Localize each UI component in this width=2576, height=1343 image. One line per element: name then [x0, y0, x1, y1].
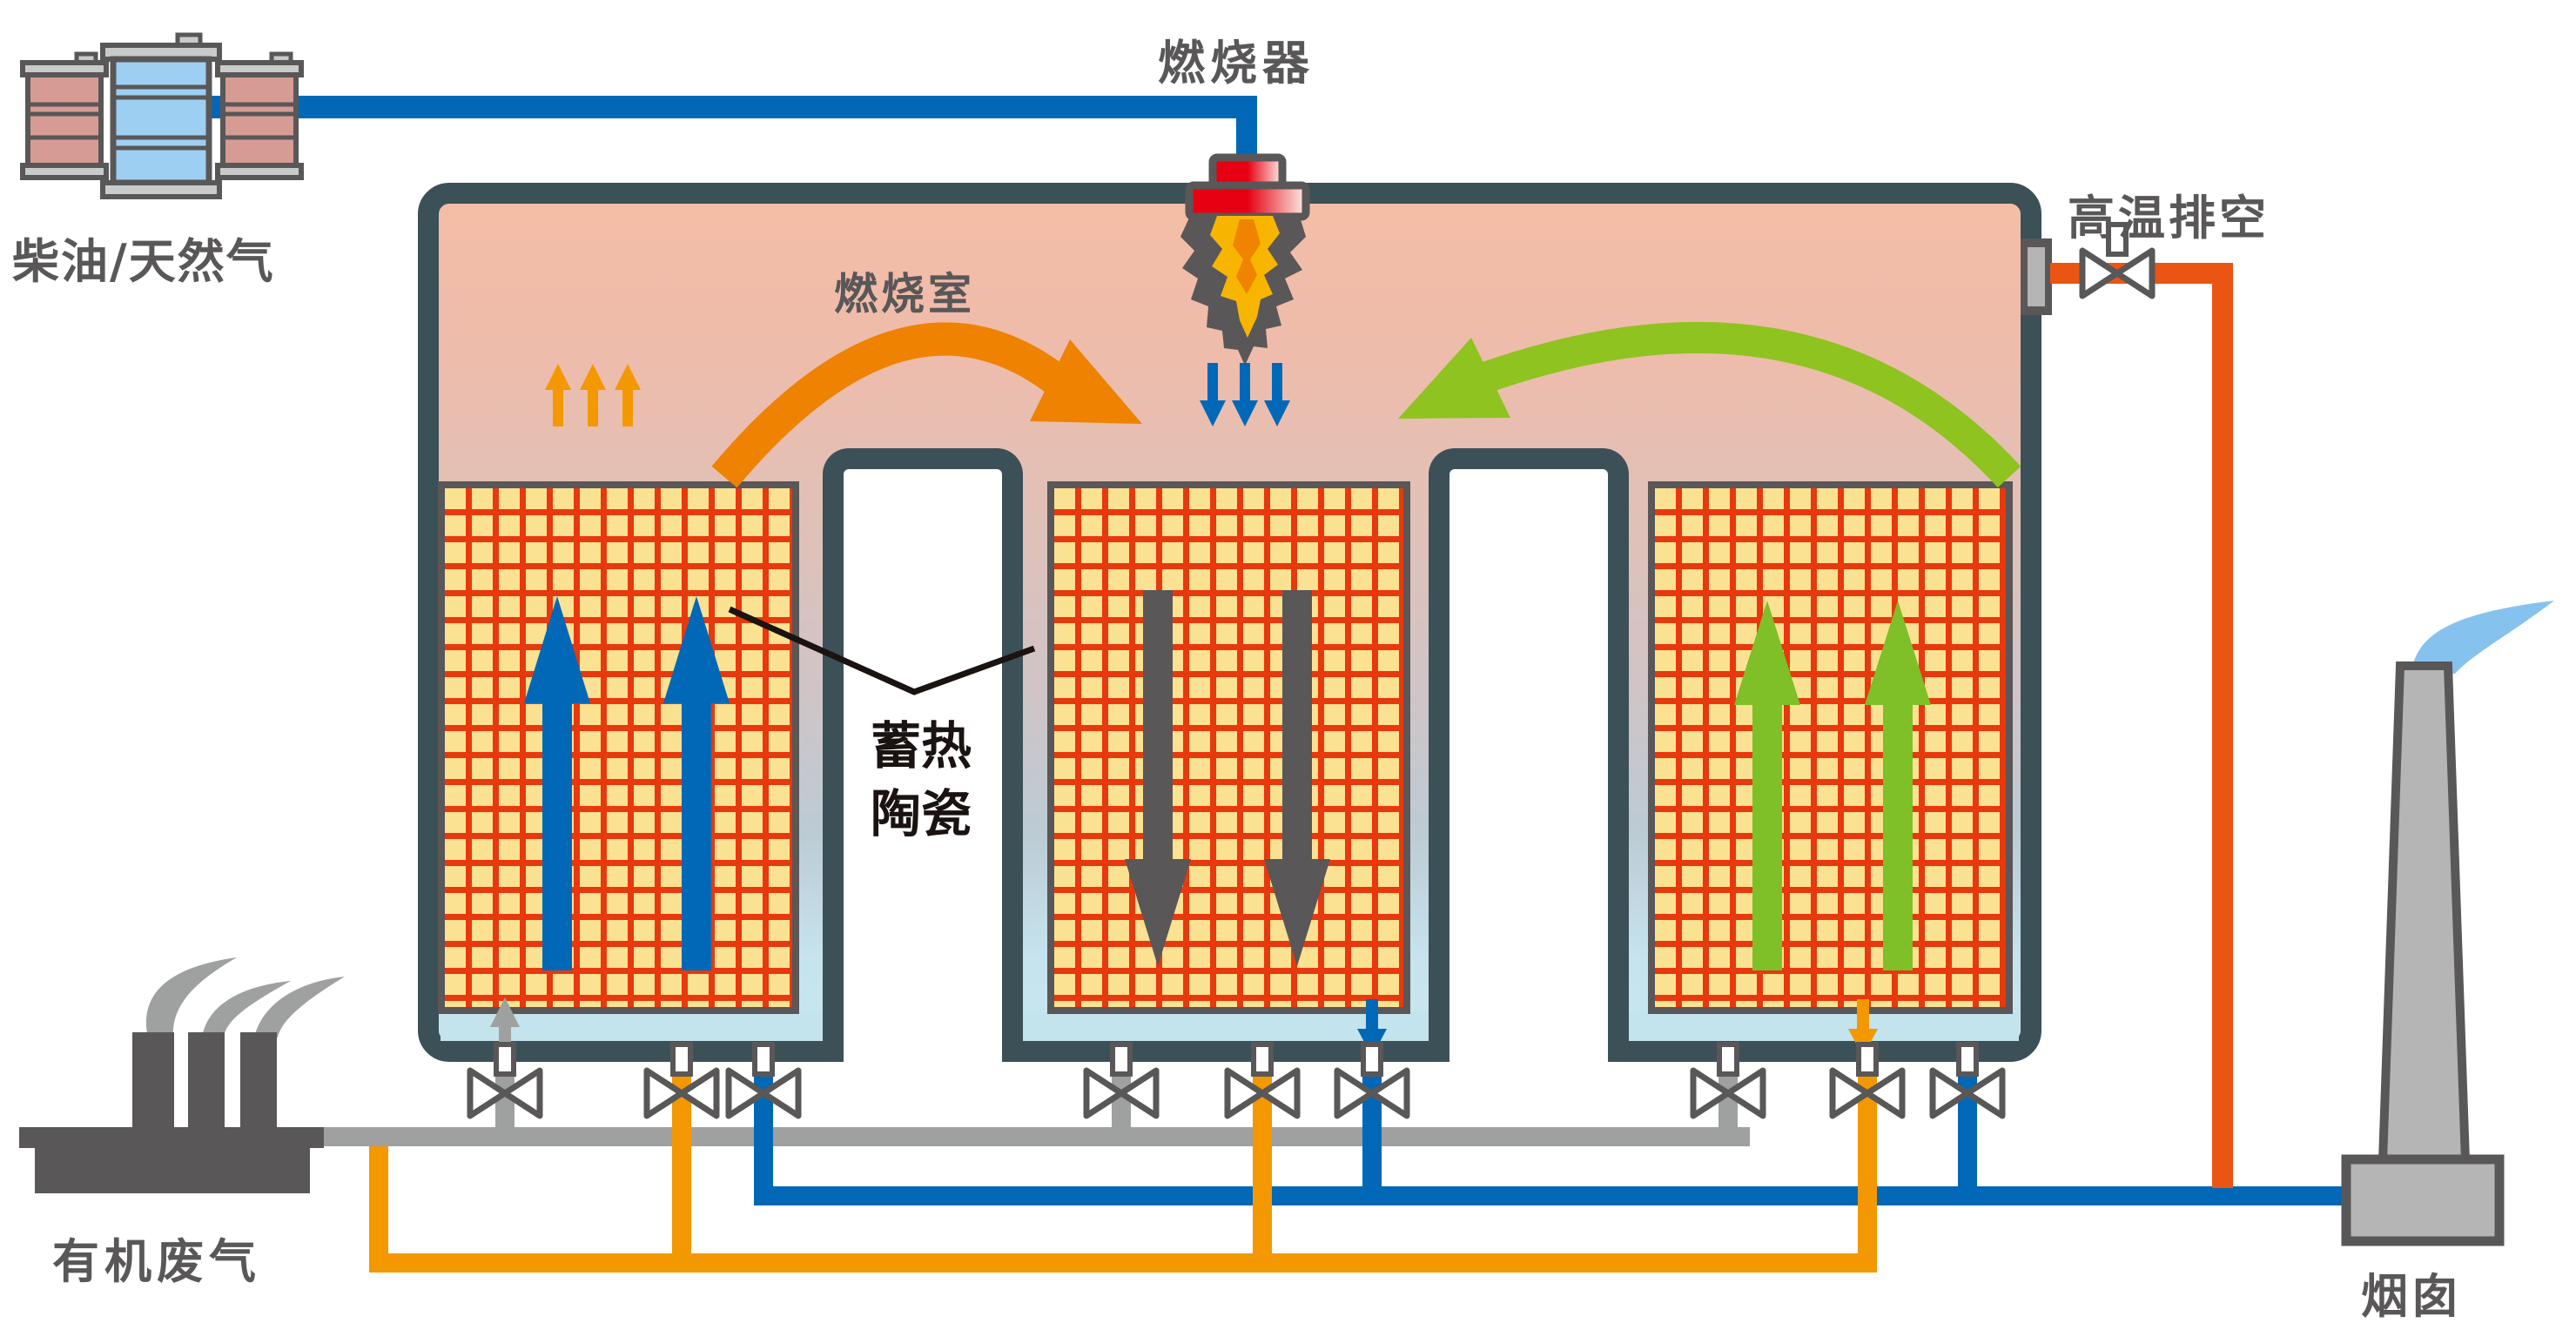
- fuel-label: 柴油/天然气: [12, 234, 275, 289]
- ceramic-label-line1: 蓄热: [870, 716, 972, 776]
- combustion-chamber-label: 燃烧室: [834, 269, 975, 319]
- smoke-icon: [2411, 601, 2554, 674]
- tower1-plenum: [441, 1011, 823, 1041]
- ceramic-label-line2: 陶瓷: [870, 784, 972, 843]
- fuel-pipe: [209, 96, 1257, 165]
- factory-icon: [19, 957, 345, 1193]
- purge-pipe: [369, 1060, 1877, 1272]
- ceramic-bed-3: [1648, 481, 2013, 1014]
- tower3-plenum: [1629, 1011, 2019, 1041]
- vent-pipe: [2021, 238, 2233, 1188]
- chimney-icon: [2341, 601, 2554, 1246]
- fuel-barrels-icon: [20, 32, 304, 199]
- ceramic-label: 蓄热 陶瓷: [836, 712, 1006, 848]
- smoke-icon: [145, 957, 237, 1037]
- burner-label: 燃烧器: [1158, 36, 1315, 91]
- high-temp-vent-label: 高温排空: [2068, 191, 2270, 245]
- ceramic-bed-2: [1047, 481, 1410, 1014]
- smoke-icon: [254, 977, 345, 1037]
- stack-label: 烟囱: [2361, 1269, 2462, 1324]
- waste-gas-pipe: [322, 1060, 1750, 1146]
- tower-gap-2: [1429, 448, 1629, 1062]
- organic-waste-gas-label: 有机废气: [52, 1234, 261, 1289]
- tower2-plenum: [1023, 1011, 1429, 1041]
- tower-gap-1: [823, 448, 1023, 1062]
- ceramic-bed-1: [438, 481, 799, 1014]
- smoke-icon: [202, 981, 291, 1037]
- exhaust-pipe: [754, 1060, 2356, 1205]
